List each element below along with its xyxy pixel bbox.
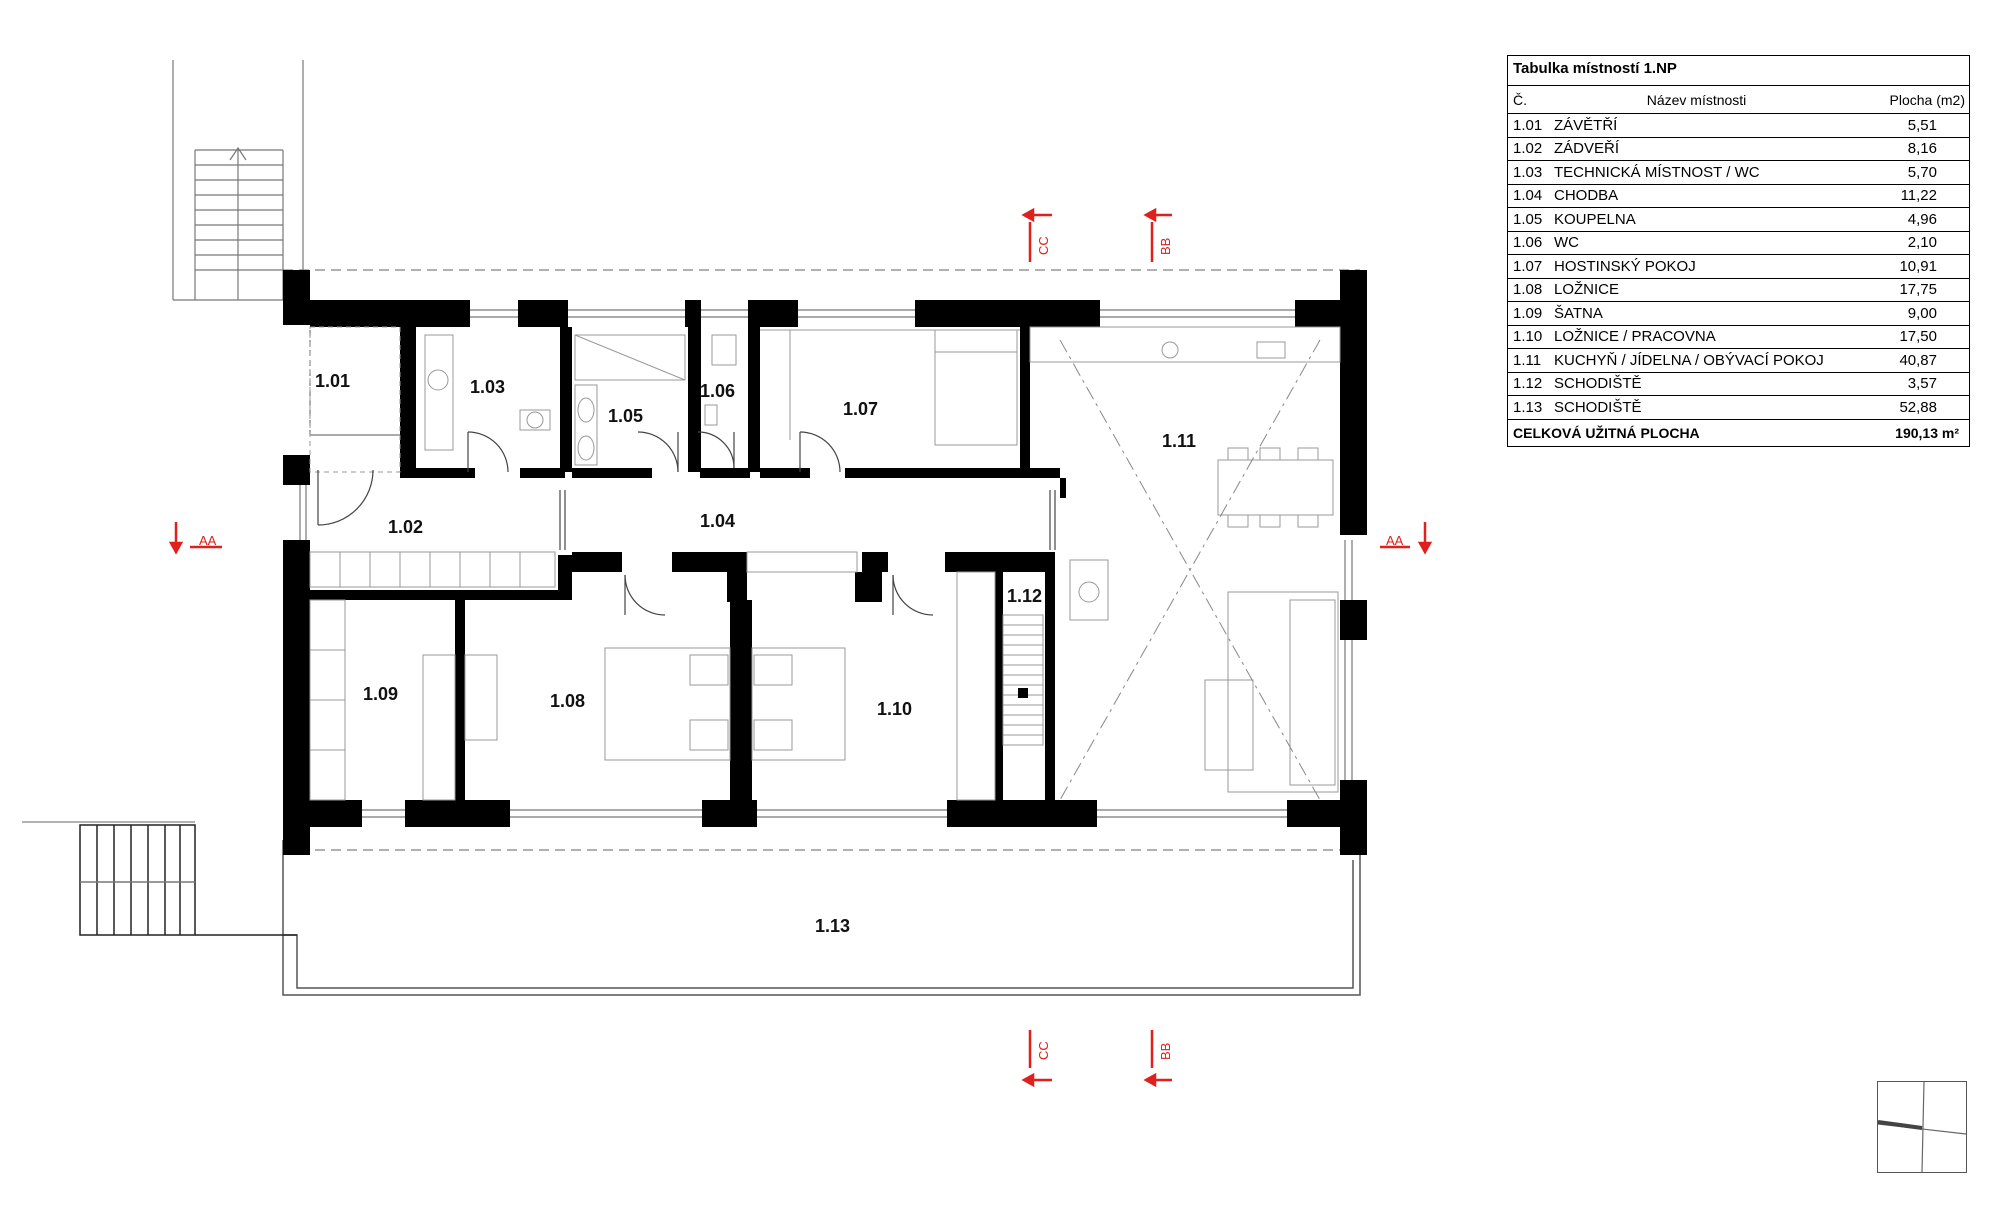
- table-row: 1.03 TECHNICKÁ MÍSTNOST / WC 5,70: [1508, 161, 1969, 185]
- room-label-104: 1.04: [700, 511, 735, 531]
- table-row: 1.05 KOUPELNA 4,96: [1508, 208, 1969, 232]
- door-swings: [317, 431, 1056, 616]
- section-label-aa-right: AA: [1386, 533, 1404, 548]
- table-row: 1.09 ŠATNA 9,00: [1508, 302, 1969, 326]
- cell-number: 1.05: [1513, 210, 1543, 228]
- cell-area: 17,75: [1899, 281, 1937, 299]
- table-row: 1.06 WC 2,10: [1508, 232, 1969, 255]
- total-label: CELKOVÁ UŽITNÁ PLOCHA: [1513, 424, 1700, 441]
- cell-name: ŠATNA: [1554, 304, 1603, 322]
- cell-name: ZÁVĚTŘÍ: [1554, 116, 1618, 134]
- section-label-aa-left: AA: [199, 533, 217, 548]
- cell-area: 3,57: [1907, 375, 1937, 393]
- cell-area: 2,10: [1907, 234, 1937, 252]
- cell-name: LOŽNICE / PRACOVNA: [1554, 328, 1716, 346]
- table-row: 1.13 SCHODIŠTĚ 52,88: [1508, 396, 1969, 420]
- room-label-106: 1.06: [700, 381, 735, 401]
- cell-number: 1.07: [1513, 257, 1543, 275]
- cell-area: 10,91: [1899, 257, 1937, 275]
- table-row: 1.08 LOŽNICE 17,75: [1508, 279, 1969, 302]
- exterior-stair-bottom: [22, 821, 297, 936]
- cell-area: 52,88: [1899, 398, 1937, 416]
- section-label-bb-top: BB: [1158, 238, 1173, 255]
- table-row: 1.10 LOŽNICE / PRACOVNA 17,50: [1508, 326, 1969, 349]
- cell-name: LOŽNICE: [1554, 281, 1620, 299]
- room-label-112: 1.12: [1007, 586, 1042, 606]
- room-table-total: CELKOVÁ UŽITNÁ PLOCHA 190,13 m²: [1508, 420, 1969, 446]
- table-row: 1.02 ZÁDVEŘÍ 8,16: [1508, 138, 1969, 161]
- cell-area: 17,50: [1899, 328, 1937, 346]
- cell-area: 8,16: [1907, 140, 1937, 158]
- cell-name: HOSTINSKÝ POKOJ: [1554, 257, 1696, 275]
- cell-number: 1.10: [1513, 328, 1543, 346]
- cell-number: 1.01: [1513, 116, 1543, 134]
- cell-name: KOUPELNA: [1554, 210, 1636, 228]
- cell-area: 9,00: [1907, 304, 1937, 322]
- header-area: Plocha (m2): [1889, 91, 1965, 108]
- cell-number: 1.12: [1513, 375, 1543, 393]
- stair-marker: [1018, 688, 1028, 698]
- cell-number: 1.06: [1513, 234, 1543, 252]
- total-value: 190,13 m²: [1895, 424, 1959, 441]
- section-mark-labels: CC BB CC BB AA AA: [199, 236, 1404, 1060]
- cell-area: 40,87: [1899, 351, 1937, 369]
- room-label-101: 1.01: [315, 371, 350, 391]
- cell-name: SCHODIŠTĚ: [1554, 375, 1642, 393]
- room-table-title: Tabulka místností 1.NP: [1508, 56, 1969, 86]
- terrace-outline: [282, 269, 1361, 996]
- room-label-103: 1.03: [470, 377, 505, 397]
- cell-name: ZÁDVEŘÍ: [1554, 140, 1620, 158]
- cell-name: WC: [1554, 234, 1579, 252]
- room-label-105: 1.05: [608, 406, 643, 426]
- section-marks: [168, 207, 1433, 1088]
- cell-name: KUCHYŇ / JÍDELNA / OBÝVACÍ POKOJ: [1554, 351, 1824, 369]
- room-label-113: 1.13: [815, 916, 850, 936]
- cell-area: 4,96: [1907, 210, 1937, 228]
- cell-name: SCHODIŠTĚ: [1554, 398, 1642, 416]
- header-name: Název místnosti: [1646, 91, 1747, 108]
- orientation-box: [1877, 1081, 1967, 1173]
- cell-area: 11,22: [1900, 187, 1937, 205]
- cell-number: 1.09: [1513, 304, 1543, 322]
- section-label-cc-top: CC: [1036, 236, 1051, 255]
- room-label-102: 1.02: [388, 517, 423, 537]
- cell-number: 1.02: [1513, 140, 1543, 158]
- table-row: 1.01 ZÁVĚTŘÍ 5,51: [1508, 114, 1969, 138]
- header-number: Č.: [1513, 91, 1527, 108]
- furniture: [309, 326, 1341, 801]
- cell-number: 1.13: [1513, 398, 1543, 416]
- table-row: 1.11 KUCHYŇ / JÍDELNA / OBÝVACÍ POKOJ 40,8…: [1508, 349, 1969, 373]
- room-label-110: 1.10: [877, 699, 912, 719]
- room-label-107: 1.07: [843, 399, 878, 419]
- orientation-icon: [1877, 1081, 1967, 1173]
- cell-number: 1.03: [1513, 163, 1543, 181]
- cell-area: 5,70: [1907, 163, 1937, 181]
- cell-number: 1.08: [1513, 281, 1543, 299]
- table-row: 1.07 HOSTINSKÝ POKOJ 10,91: [1508, 255, 1969, 279]
- room-table: Tabulka místností 1.NP Č. Název místnost…: [1507, 55, 1970, 447]
- cell-number: 1.11: [1513, 351, 1542, 369]
- cell-name: CHODBA: [1554, 187, 1619, 205]
- cell-name: TECHNICKÁ MÍSTNOST / WC: [1554, 163, 1760, 181]
- room-label-108: 1.08: [550, 691, 585, 711]
- room-label-111: 1.11: [1162, 431, 1196, 451]
- table-row: 1.04 CHODBA 11,22: [1508, 185, 1969, 208]
- room-labels: 1.01 1.02 1.03 1.04 1.05 1.06 1.07 1.08 …: [315, 371, 1196, 936]
- table-row: 1.12 SCHODIŠTĚ 3,57: [1508, 373, 1969, 396]
- room-table-header: Č. Název místnosti Plocha (m2): [1508, 86, 1969, 114]
- exterior-stair-top: [172, 60, 304, 301]
- cell-number: 1.04: [1513, 187, 1543, 205]
- room-label-109: 1.09: [363, 684, 398, 704]
- room-table-rows: 1.01 ZÁVĚTŘÍ 5,51 1.02 ZÁDVEŘÍ 8,16 1.03 TECHNI…: [1508, 114, 1969, 420]
- cell-area: 5,51: [1907, 116, 1937, 134]
- walls: [283, 270, 1367, 855]
- section-label-bb-bottom: BB: [1158, 1043, 1173, 1060]
- section-label-cc-bottom: CC: [1036, 1041, 1051, 1060]
